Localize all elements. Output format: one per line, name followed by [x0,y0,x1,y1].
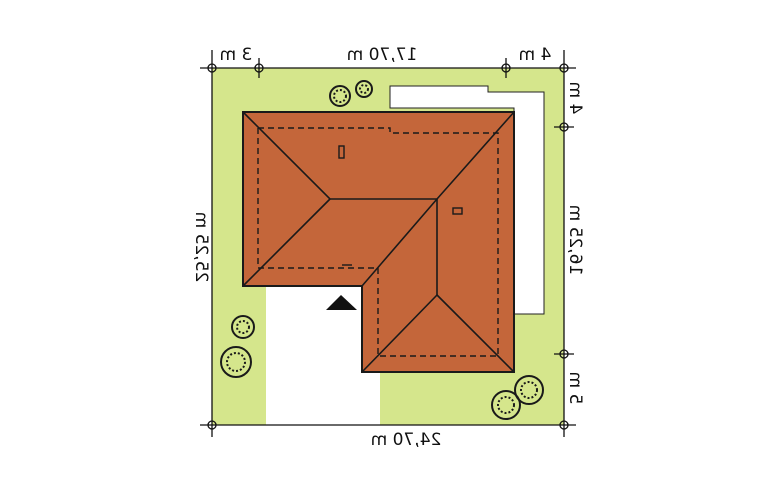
dimension-labels: 3 m 17,70 m 4 m 24,70 m 25,25 m 4 m 16,2… [191,45,585,450]
shrub-icon [491,375,544,420]
dimension-right-bottom: 5 m [565,372,585,405]
shrub-icon [329,80,373,107]
triangle-entrance-icon [326,295,357,310]
dimension-top-left: 3 m [220,45,253,65]
dimension-left: 25,25 m [191,212,211,283]
terrace [389,85,545,315]
dimension-lines [200,50,576,437]
house-roof [242,111,515,373]
dimension-top-right: 4 m [519,45,552,65]
shrub-icon [220,315,255,378]
dimension-bottom: 24,70 m [371,430,442,450]
dimension-right-top: 4 m [565,82,585,115]
dimension-right-middle: 16,25 m [565,205,585,276]
dimension-top-middle: 17,70 m [347,45,418,65]
